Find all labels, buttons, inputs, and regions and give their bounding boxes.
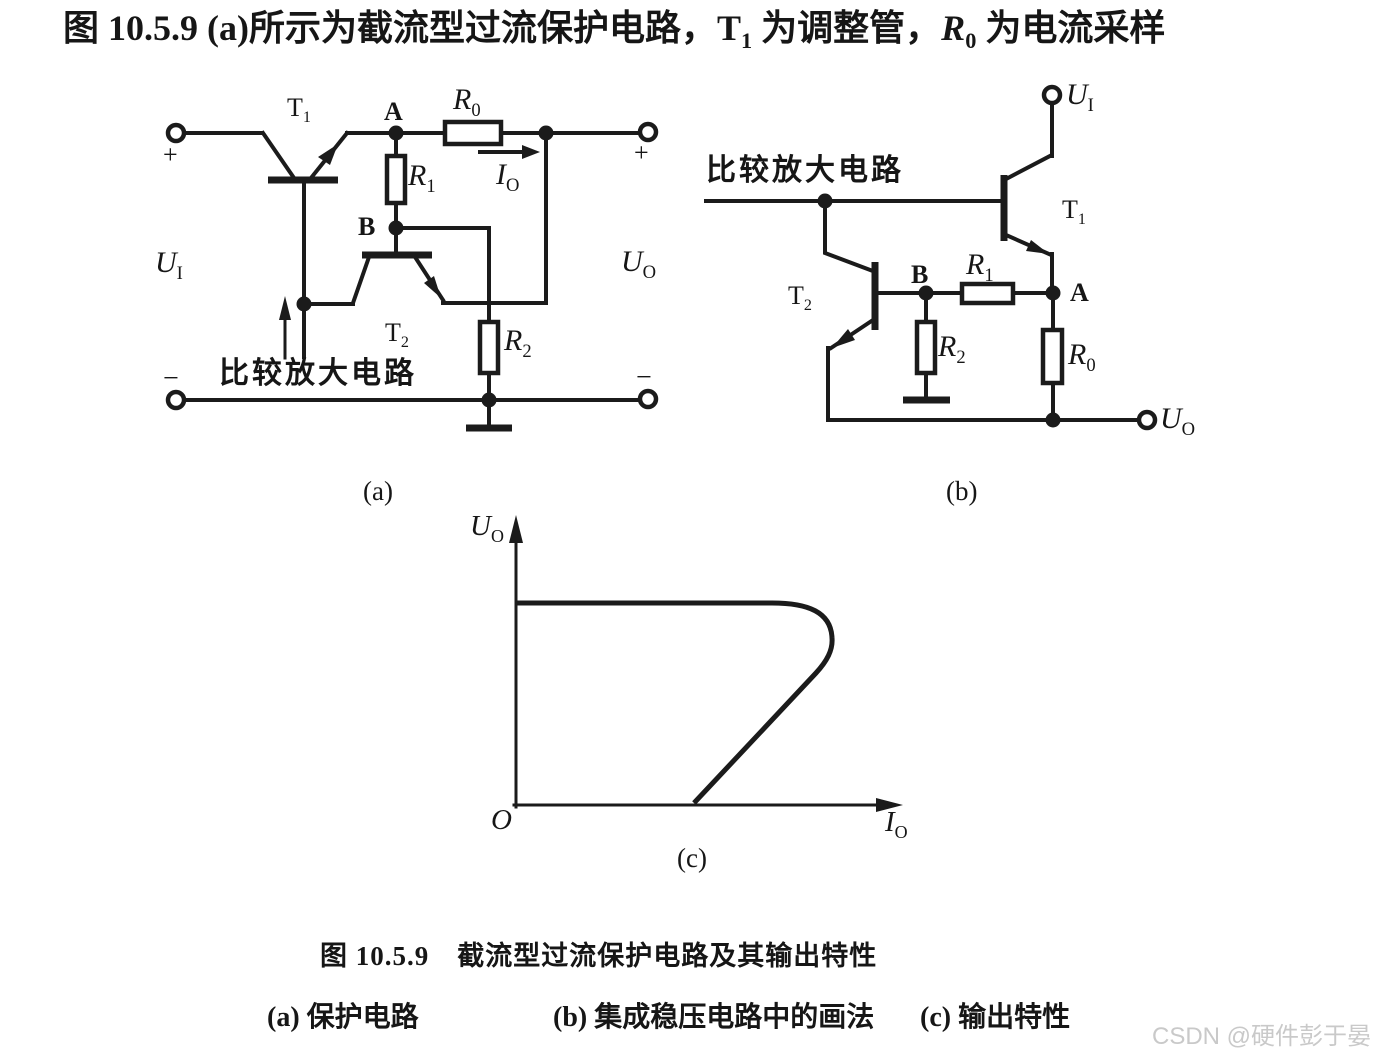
- a-label-minus-in: −: [163, 363, 179, 394]
- b-label-t2: T2: [788, 281, 812, 315]
- b-resistor-r2: [914, 319, 938, 398]
- a-label-minus-out: −: [636, 362, 652, 393]
- b-junction-dots: [817, 193, 1061, 428]
- b-comparison-amplifier-label: 比较放大电路: [706, 154, 904, 187]
- b-input-terminal: [1041, 84, 1063, 106]
- a-label-r1: R1: [408, 159, 436, 197]
- b-resistor-r1: [959, 281, 1016, 306]
- a-label-node-b: B: [358, 212, 376, 241]
- b-label-node-a: A: [1070, 278, 1089, 307]
- a-label-t2: T2: [385, 318, 409, 352]
- c-ylabel: UO: [470, 510, 504, 546]
- c-origin-label: O: [491, 804, 512, 836]
- c-output-curve: [517, 600, 835, 805]
- figure-title: 图 10.5.9 截流型过流保护电路及其输出特性: [320, 941, 878, 971]
- b-label-node-b: B: [911, 260, 929, 289]
- a-resistor-r0: [442, 119, 504, 147]
- a-label-u-in: UI: [155, 246, 183, 284]
- subcaption-a: (a) 保护电路: [267, 1002, 419, 1033]
- b-label-u-out: UO: [1160, 402, 1196, 440]
- a-label-plus-in: +: [163, 140, 178, 169]
- a-resistor-r2: [477, 319, 501, 402]
- b-label-r1: R1: [966, 248, 994, 286]
- b-output-terminal: [1136, 409, 1158, 431]
- b-label-r2: R2: [938, 330, 966, 368]
- subcaption-b: (b) 集成稳压电路中的画法: [553, 1002, 875, 1033]
- a-transistor-t2: [350, 233, 446, 306]
- subcaption-c: (c) 输出特性: [920, 1002, 1071, 1033]
- a-input-terminal: [165, 122, 187, 411]
- b-label-u-in: UI: [1066, 78, 1094, 116]
- a-label-r2: R2: [504, 324, 532, 362]
- a-label-t1: T1: [287, 93, 311, 127]
- b-transistor-t1: [1000, 153, 1053, 257]
- a-caption: (a): [363, 476, 393, 506]
- a-drive-arrow: [279, 296, 291, 360]
- a-label-plus-out: +: [634, 138, 649, 167]
- watermark: CSDN @硬件彭于晏: [1152, 1023, 1372, 1050]
- a-wires: [183, 131, 641, 402]
- b-resistor-r0: [1040, 327, 1065, 386]
- b-label-r0: R0: [1068, 338, 1096, 376]
- header-text: 图 10.5.9 (a)所示为截流型过流保护电路，T1 为调整管，R0 为电流采…: [63, 8, 1166, 54]
- a-junction-dots: [296, 125, 554, 408]
- a-transistor-t1: [260, 130, 350, 184]
- a-resistor-r1: [384, 138, 408, 223]
- c-xlabel: IO: [885, 806, 908, 842]
- b-label-t1: T1: [1062, 195, 1086, 229]
- a-label-node-a: A: [384, 97, 403, 126]
- a-current-arrow-io: [478, 145, 540, 159]
- c-caption: (c): [677, 843, 707, 873]
- b-wires: [704, 102, 1140, 422]
- a-label-r0: R0: [453, 83, 481, 121]
- a-label-io: IO: [496, 158, 520, 196]
- b-transistor-t2: [828, 262, 879, 351]
- c-axes: [509, 515, 903, 812]
- a-output-terminal: [637, 121, 659, 410]
- b-caption: (b): [946, 476, 978, 506]
- a-label-u-out: UO: [621, 245, 657, 283]
- a-comparison-amplifier-label: 比较放大电路: [219, 357, 417, 390]
